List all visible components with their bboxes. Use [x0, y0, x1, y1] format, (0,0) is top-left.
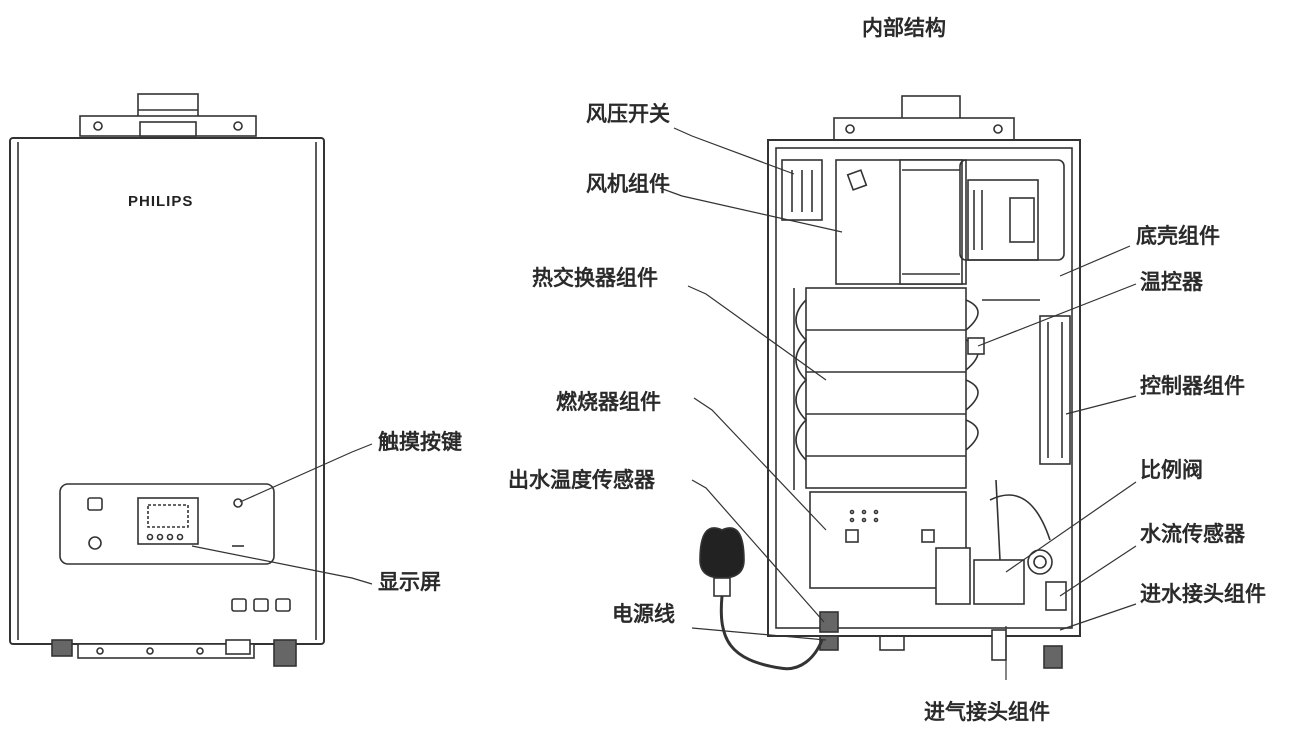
label-burner-assembly: 燃烧器组件 — [556, 390, 661, 414]
label-proportional-valve: 比例阀 — [1140, 458, 1203, 482]
proportional-valve — [935, 547, 971, 605]
diagram-title: 内部结构 — [862, 16, 946, 40]
panel-power-key — [87, 497, 103, 511]
label-display: 显示屏 — [378, 570, 441, 594]
label-fan-assembly: 风机组件 — [586, 172, 670, 196]
heat-exchanger — [805, 287, 967, 489]
bottom-key-3 — [275, 598, 291, 612]
label-heat-exchanger-assembly: 热交换器组件 — [532, 266, 658, 290]
label-outlet-temp-sensor: 出水温度传感器 — [508, 468, 655, 492]
water-inlet-fitting — [1043, 645, 1063, 669]
label-wind-pressure-switch: 风压开关 — [586, 102, 670, 126]
bottom-key-2 — [253, 598, 269, 612]
gas-inlet-fitting — [991, 629, 1007, 661]
label-gas-inlet-fitting: 进气接头组件 — [924, 700, 1050, 724]
controller-board — [1039, 315, 1071, 465]
label-controller-assembly: 控制器组件 — [1140, 374, 1245, 398]
panel-mode-key — [88, 536, 102, 550]
exterior-right-fitting — [273, 639, 297, 667]
power-cord-line — [719, 595, 824, 671]
interior-unit — [699, 95, 1081, 671]
outlet-sensor-fitting — [819, 611, 839, 633]
brand-logo-text: PHILIPS — [128, 193, 194, 210]
bottom-key-1 — [231, 598, 247, 612]
leader-lines — [191, 127, 1137, 680]
exterior-housing — [9, 137, 325, 645]
power-plug — [699, 527, 745, 579]
exterior-left-fitting — [51, 639, 73, 657]
label-touch-keys: 触摸按键 — [378, 430, 462, 454]
panel-up-key — [233, 498, 243, 508]
water-flow-sensor — [1045, 581, 1067, 611]
label-water-flow-sensor: 水流传感器 — [1140, 522, 1245, 546]
exterior-unit — [9, 93, 325, 667]
label-power-cord: 电源线 — [612, 602, 675, 626]
label-water-inlet-fitting: 进水接头组件 — [1140, 582, 1266, 606]
thermostat — [967, 337, 985, 355]
label-base-shell-assembly: 底壳组件 — [1136, 224, 1220, 248]
fan-motor — [967, 179, 1039, 261]
label-thermostat: 温控器 — [1140, 270, 1203, 294]
